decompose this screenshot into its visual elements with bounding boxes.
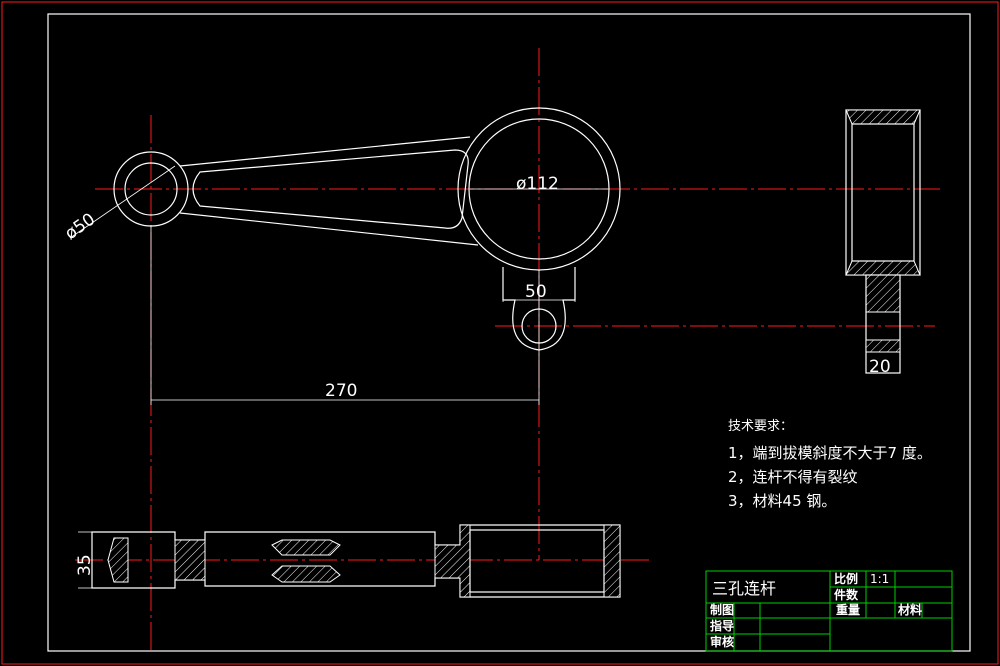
tech-req-item-3: 3，材料45 钢。 [728, 492, 836, 510]
top-end-section [603, 524, 621, 598]
tech-req-item-1: 1，端到拔模斜度不大于7 度。 [728, 444, 932, 462]
dim-thickness: 35 [75, 554, 95, 576]
review-label: 审核 [710, 634, 734, 649]
technical-requirements: 技术要求： 1，端到拔模斜度不大于7 度。 2，连杆不得有裂纹 3，材料45 钢… [728, 419, 932, 510]
top-bore [469, 529, 605, 593]
top-right-section [434, 524, 471, 598]
top-left-tip [107, 537, 129, 583]
dim-rib: 20 [869, 357, 891, 377]
side-view: 20 [845, 109, 921, 377]
side-top-section [845, 109, 921, 125]
material-label: 材料 [897, 602, 922, 617]
top-mid-section-lower [271, 565, 341, 583]
side-web-section [865, 274, 901, 313]
top-mid-section-upper [271, 539, 341, 556]
quantity-label: 件数 [834, 587, 859, 602]
side-boss-section [865, 339, 901, 353]
drawn-label: 制图 [710, 602, 734, 617]
front-view: ø50 ø112 50 270 [61, 48, 940, 650]
arm-upper-edge [179, 136, 471, 167]
small-hole [124, 162, 178, 216]
side-bottom-section [845, 260, 921, 276]
side-outline [845, 109, 921, 276]
scale-label: 比例 [834, 571, 858, 586]
tech-req-heading: 技术要求： [728, 419, 793, 434]
side-bore [851, 123, 915, 262]
top-small-section [174, 539, 206, 581]
arm-web [192, 149, 469, 229]
title-block: 三孔连杆 比例 1:1 件数 制图 重量 材料 指导 审核 [705, 570, 953, 652]
weight-label: 重量 [836, 602, 860, 617]
dim-center-distance: 270 [325, 381, 357, 401]
scale-value: 1:1 [870, 572, 889, 586]
dim-small-hole: ø50 [61, 209, 99, 244]
side-lower-boss [865, 274, 901, 374]
part-name: 三孔连杆 [712, 579, 776, 598]
tech-req-item-2: 2，连杆不得有裂纹 [728, 468, 858, 486]
dim-boss-width: 50 [525, 282, 547, 302]
guide-label: 指导 [710, 618, 734, 633]
arm-lower-edge [179, 212, 479, 246]
top-view: 35 [75, 524, 650, 598]
inner-border [47, 13, 971, 652]
top-bar-outline [91, 524, 621, 598]
dim-big-hole: ø112 [516, 174, 559, 194]
